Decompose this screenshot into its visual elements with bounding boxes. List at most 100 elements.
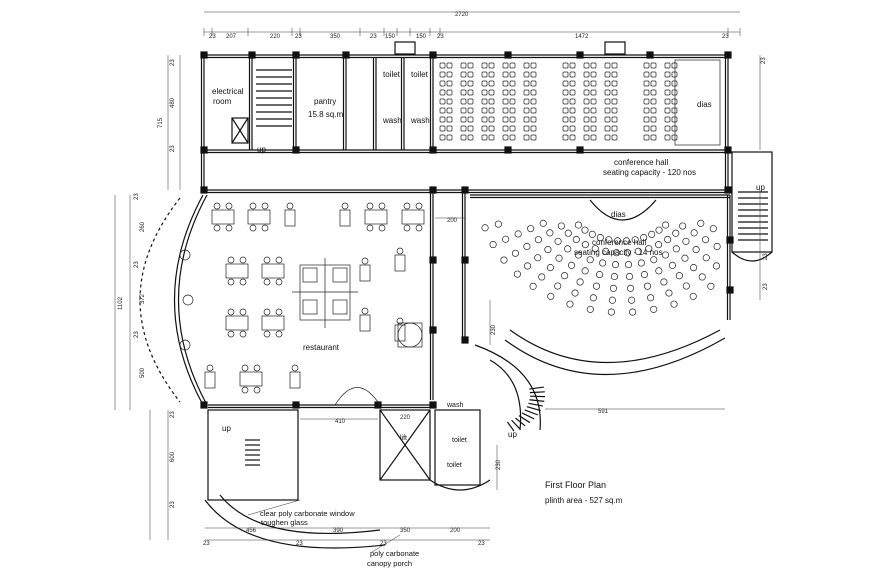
label-up-3: up (222, 424, 231, 433)
conference-chair (604, 80, 611, 87)
dim-text: 150 (385, 34, 396, 40)
column (726, 236, 734, 244)
conference-chair (488, 71, 495, 78)
restaurant-chair (225, 224, 233, 232)
dim-text: 23 (763, 283, 769, 290)
conference-chair (611, 80, 618, 87)
conference-seat (586, 305, 594, 313)
conference-chair (502, 62, 509, 69)
conference-seat (629, 308, 637, 316)
leader-line (247, 499, 301, 516)
restaurant-chair (396, 317, 404, 325)
conference-chair (562, 62, 569, 69)
window-seat (179, 249, 191, 261)
conference-chair (664, 80, 671, 87)
restaurant-table (261, 315, 285, 331)
window-seat (182, 294, 194, 306)
conference-chair (569, 134, 576, 141)
restaurant-chair (261, 224, 269, 232)
dim-text: 23 (134, 193, 140, 200)
dimension-lines (114, 11, 761, 553)
restaurant-table (225, 263, 249, 279)
conference-seat (623, 249, 632, 257)
conference-seat (665, 289, 673, 297)
booth-table (332, 299, 348, 315)
conference-chair (509, 89, 516, 96)
column (292, 146, 300, 154)
conference-seat (581, 267, 589, 275)
conference-seat (634, 247, 642, 255)
conference-chair (481, 116, 488, 123)
conference-seat (625, 272, 634, 281)
conference-chair (650, 107, 657, 114)
conference-chair (502, 98, 509, 105)
conference-seat (511, 249, 519, 257)
dim-text: 350 (400, 528, 411, 534)
conference-seat (637, 259, 645, 267)
dim-text: 220 (270, 34, 281, 40)
wall-conf2-arc (504, 337, 726, 376)
conference-seat (572, 235, 580, 244)
conference-chair (643, 62, 650, 69)
restaurant-chair (361, 307, 369, 315)
label-toilet-d: toilet (447, 462, 462, 469)
conference-chair (460, 134, 467, 141)
lift-shaft (379, 409, 431, 481)
conference-chair (502, 125, 509, 132)
conference-seat (571, 289, 579, 297)
conference-chair (502, 134, 509, 141)
electrical-panel (231, 117, 249, 144)
conference-chair (569, 98, 576, 105)
conference-chair (488, 125, 495, 132)
column (292, 51, 300, 59)
restaurant-small-table (394, 254, 406, 272)
conference-chair (502, 116, 509, 123)
conference-chair (650, 80, 657, 87)
restaurant-chair (227, 278, 235, 286)
column (429, 256, 437, 264)
conference-chair (583, 62, 590, 69)
label-pantry-area: 15.8 sq.m (308, 110, 343, 119)
conference-chair (671, 107, 678, 114)
conference-chair (569, 107, 576, 114)
note-canopy-porch: canopy porch (367, 559, 412, 568)
conference-chair (583, 80, 590, 87)
conference-chair (502, 80, 509, 87)
conference-seat (681, 254, 689, 262)
conference-seat (682, 282, 690, 290)
conference-chair (643, 98, 650, 105)
conference-chair (523, 80, 530, 87)
conference-seat (592, 282, 601, 290)
conference-chair (530, 107, 537, 114)
dim-text: 220 (400, 415, 411, 421)
conference-chair (583, 116, 590, 123)
conference-chair (530, 125, 537, 132)
conference-chair (439, 80, 446, 87)
restaurant-chair (403, 224, 411, 232)
restaurant-chair (227, 256, 235, 264)
conference-seat (534, 236, 542, 244)
label-wash-b: wash (410, 116, 430, 125)
round-table-frame (397, 322, 423, 348)
column (646, 51, 654, 59)
label-electrical-room: room (213, 97, 232, 106)
conference-chair (530, 89, 537, 96)
conference-seat (546, 229, 554, 237)
conference-seat (555, 254, 563, 262)
conference-seat (697, 219, 705, 227)
restaurant-small-table (339, 209, 351, 227)
conference-seat (564, 245, 572, 253)
conference-chair (569, 89, 576, 96)
label-conference-capacity-2: seating capacity - 14 nos (574, 248, 663, 257)
conference-chair (481, 80, 488, 87)
conference-seat (650, 256, 658, 264)
conference-chair (664, 98, 671, 105)
conference-chair (643, 71, 650, 78)
dim-text: 23 (380, 541, 387, 547)
spiral-tread (529, 399, 545, 402)
conference-seat (672, 229, 680, 237)
conference-seat (561, 272, 569, 280)
spiral-inner (489, 359, 522, 431)
conference-chair (502, 89, 509, 96)
conference-chair (460, 71, 467, 78)
